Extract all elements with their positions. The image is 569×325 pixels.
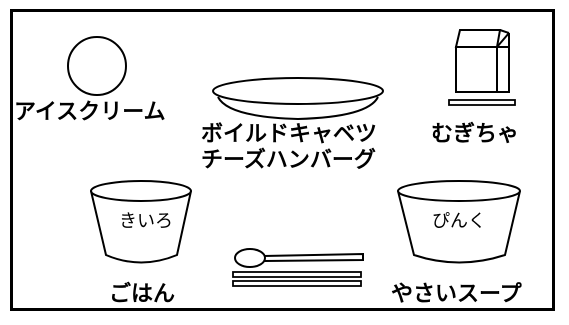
soup-bowl-color-label: ぴんく [432, 211, 486, 232]
vegetable-soup-label: やさいスープ [391, 282, 522, 307]
bowl-icon [397, 180, 521, 264]
cheese-hamburger-label: チーズハンバーグ [201, 148, 376, 173]
ice-cream-label: アイスクリーム [14, 100, 166, 125]
chopsticks-icon [232, 271, 362, 287]
circle-plate-icon [67, 36, 127, 96]
milk-carton-icon [454, 29, 510, 93]
spoon-icon [234, 248, 364, 268]
rice-label: ごはん [109, 282, 176, 307]
oval-plate-icon [212, 77, 384, 121]
rice-bowl-color-label: きいろ [119, 211, 173, 232]
bowl-icon [90, 180, 192, 264]
barley-tea-label: むぎちゃ [431, 122, 520, 147]
straw-icon [448, 99, 516, 106]
boiled-cabbage-label: ボイルドキャベツ [201, 122, 378, 147]
